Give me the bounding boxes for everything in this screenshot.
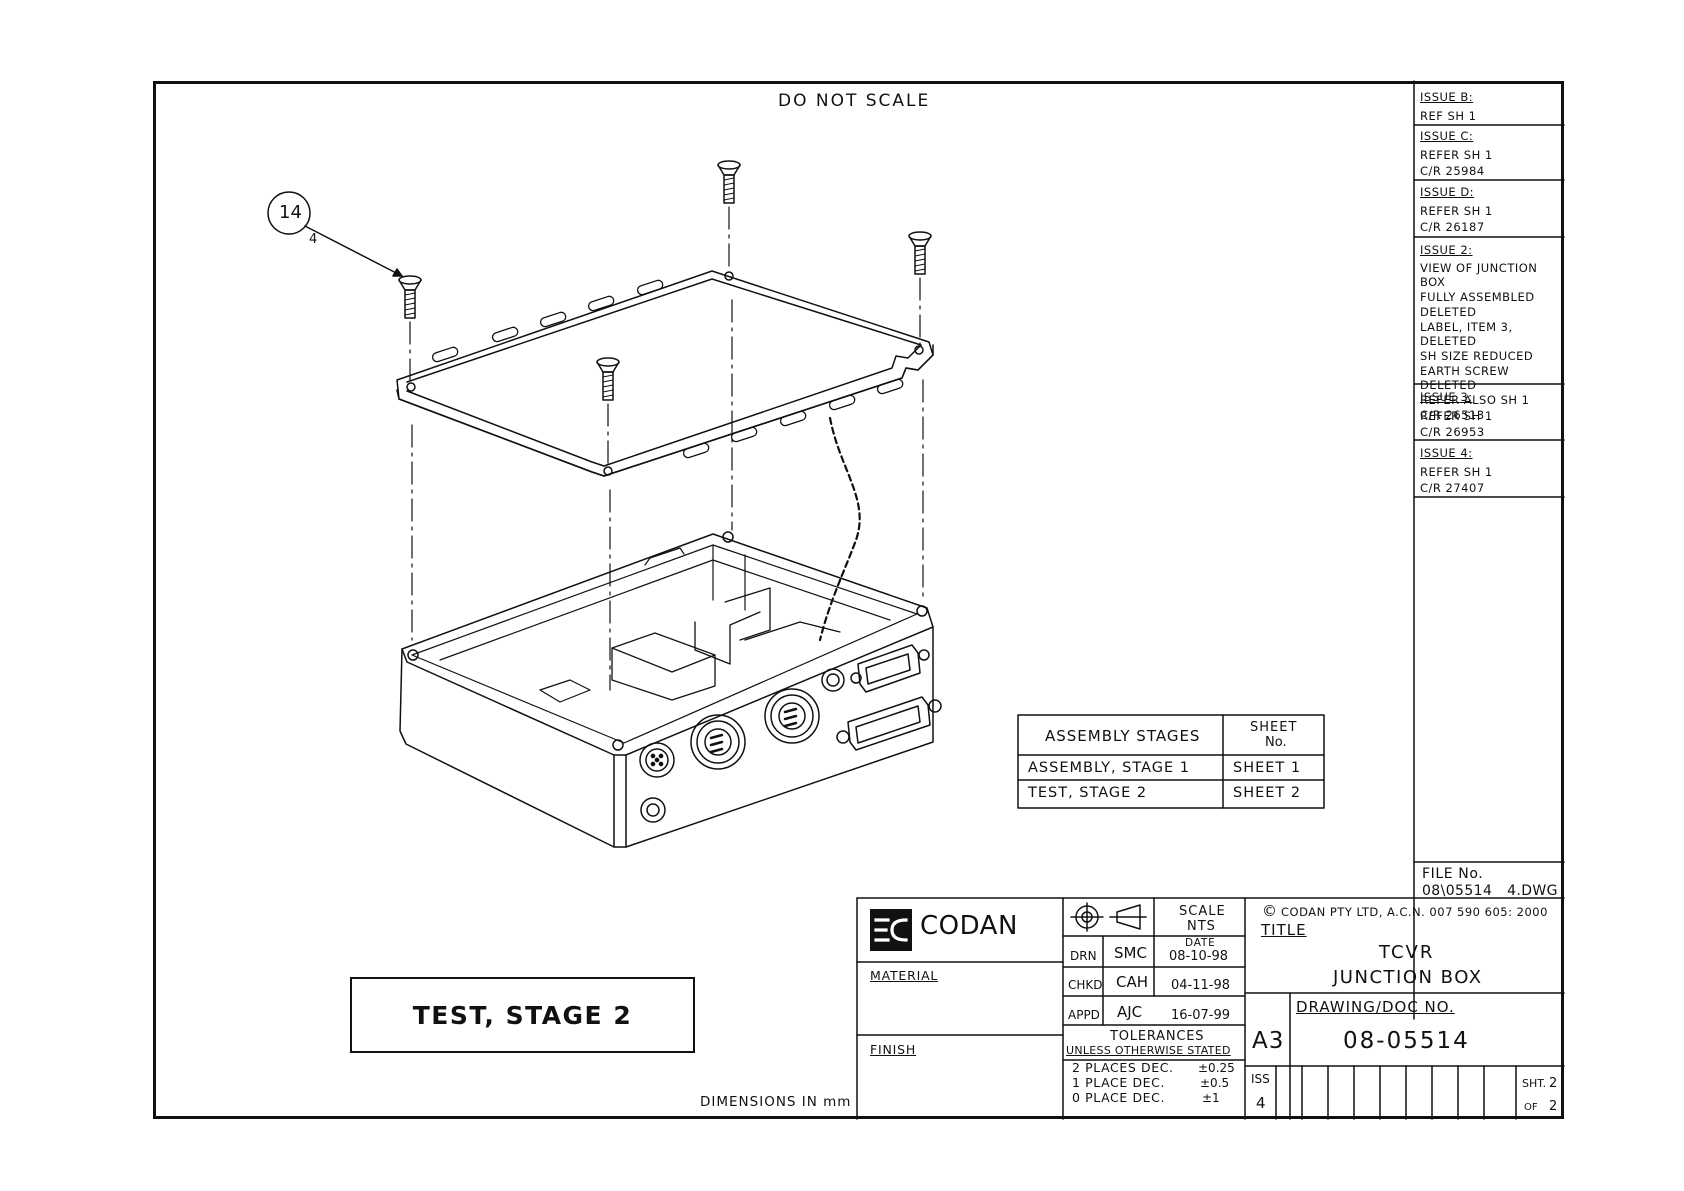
tolerance-row-value: ±0.25 xyxy=(1198,1061,1235,1075)
revision-block: ISSUE B: REF SH 1 xyxy=(1420,90,1562,125)
tolerance-row-label: 1 PLACE DEC. xyxy=(1072,1075,1166,1090)
revision-line: REF SH 1 xyxy=(1420,109,1477,123)
revision-block: ISSUE 3: REFER SH 1 C/R 26953 xyxy=(1420,384,1562,440)
revision-line: REFER SH 1 xyxy=(1420,409,1493,423)
revision-block: ISSUE 2: VIEW OF JUNCTION BOX FULLY ASSE… xyxy=(1420,237,1562,422)
revision-line: FULLY ASSEMBLED xyxy=(1420,290,1535,305)
drawing-no-label: DRAWING/DOC NO. xyxy=(1296,998,1455,1016)
company-name: CODAN xyxy=(920,911,1018,941)
assembly-table-stage: TEST, STAGE 2 xyxy=(1028,785,1148,801)
tolerance-row-label: 2 PLACES DEC. xyxy=(1072,1060,1174,1075)
revision-block: ISSUE 4: REFER SH 1 C/R 27407 xyxy=(1420,440,1562,497)
title-line-2: JUNCTION BOX xyxy=(1333,967,1483,988)
revision-issue: ISSUE B: xyxy=(1420,90,1474,104)
copyright-notice: CODAN PTY LTD, A.C.N. 007 590 605: 2000 xyxy=(1281,905,1548,919)
codan-logo-icon xyxy=(870,909,912,951)
appd-date: 16-07-99 xyxy=(1171,1008,1231,1023)
of-label: OF xyxy=(1524,1102,1538,1113)
scale-label: SCALE xyxy=(1179,904,1226,919)
revision-line: C/R 26187 xyxy=(1420,220,1485,234)
assembly-table-header-stages: ASSEMBLY STAGES xyxy=(1045,727,1201,745)
revision-line: DELETED xyxy=(1420,304,1477,319)
scale-value: NTS xyxy=(1187,919,1216,934)
revision-block: ISSUE C: REFER SH 1 C/R 25984 xyxy=(1420,125,1562,180)
revision-issue: ISSUE D: xyxy=(1420,185,1475,199)
assembly-table-stage: ASSEMBLY, STAGE 1 xyxy=(1028,760,1191,776)
chkd-label: CHKD xyxy=(1068,978,1103,992)
revision-line: EARTH SCREW DELETED xyxy=(1420,363,1510,393)
chkd-initials: CAH xyxy=(1116,973,1149,991)
revision-line: REFER ALSO SH 1 xyxy=(1420,393,1530,408)
revision-block: ISSUE D: REFER SH 1 C/R 26187 xyxy=(1420,180,1562,237)
drawing-sheet-border xyxy=(153,81,1564,1119)
material-label: MATERIAL xyxy=(870,968,939,983)
revision-line: C/R 26513 xyxy=(1420,407,1485,422)
tolerance-row-value: ±0.5 xyxy=(1200,1076,1230,1090)
iss-label: ISS xyxy=(1251,1072,1270,1086)
revision-line: C/R 27407 xyxy=(1420,481,1485,495)
date-label: DATE xyxy=(1185,937,1216,949)
title-label: TITLE xyxy=(1261,921,1307,939)
sheet-value: 2 xyxy=(1549,1076,1558,1091)
revision-line: REFER SH 1 xyxy=(1420,465,1493,479)
revision-line: SH SIZE REDUCED xyxy=(1420,349,1534,364)
copyright-icon: © xyxy=(1262,902,1277,920)
chkd-date: 04-11-98 xyxy=(1171,978,1231,993)
tolerance-row-value: ±1 xyxy=(1202,1091,1220,1105)
file-no-label: FILE No. xyxy=(1422,866,1484,882)
revision-issue: ISSUE C: xyxy=(1420,129,1474,143)
finish-label: FINISH xyxy=(870,1042,917,1057)
revision-line: REFER SH 1 xyxy=(1420,204,1493,218)
revision-issue: ISSUE 3: xyxy=(1420,390,1473,404)
tolerances-label: TOLERANCES xyxy=(1110,1029,1205,1044)
tolerances-subtitle: UNLESS OTHERWISE STATED xyxy=(1066,1044,1231,1057)
revision-issue: ISSUE 4: xyxy=(1420,446,1473,460)
drn-label: DRN xyxy=(1070,949,1097,963)
drawing-number: 08-05514 xyxy=(1343,1028,1470,1054)
of-value: 2 xyxy=(1549,1099,1558,1114)
revision-line: REFER SH 1 xyxy=(1420,148,1493,162)
revision-issue: ISSUE 2: xyxy=(1420,243,1473,257)
drn-date: 08-10-98 xyxy=(1169,949,1229,964)
sheet-label: SHT. xyxy=(1522,1077,1547,1090)
appd-initials: AJC xyxy=(1117,1003,1143,1021)
stage-stamp: TEST, STAGE 2 xyxy=(350,977,695,1053)
assembly-table-sheet: SHEET 1 xyxy=(1233,760,1302,776)
assembly-table-sheet: SHEET 2 xyxy=(1233,785,1302,801)
revision-line: VIEW OF JUNCTION BOX xyxy=(1420,260,1538,290)
revision-line: C/R 25984 xyxy=(1420,164,1485,178)
assembly-table-header-sheet: SHEET xyxy=(1250,720,1298,735)
dimensions-note: DIMENSIONS IN mm xyxy=(700,1094,852,1110)
title-line-1: TCVR xyxy=(1379,942,1435,963)
callout-item-number: 14 xyxy=(279,202,302,223)
sheet-size: A3 xyxy=(1252,1028,1285,1054)
do-not-scale-note: DO NOT SCALE xyxy=(778,91,931,111)
file-no-value: 08\05514__4.DWG xyxy=(1422,883,1558,899)
callout-quantity: 4 xyxy=(309,232,318,247)
appd-label: APPD xyxy=(1068,1008,1100,1022)
tolerance-row-label: 0 PLACE DEC. xyxy=(1072,1090,1166,1105)
drn-initials: SMC xyxy=(1114,944,1147,962)
revision-line: LABEL, ITEM 3, DELETED xyxy=(1420,319,1513,349)
iss-value: 4 xyxy=(1256,1094,1266,1112)
revision-notes: ISSUE B: REF SH 1 ISSUE C: REFER SH 1 C/… xyxy=(1420,90,1562,497)
revision-line: C/R 26953 xyxy=(1420,425,1485,439)
assembly-table-header-no: No. xyxy=(1265,735,1287,750)
